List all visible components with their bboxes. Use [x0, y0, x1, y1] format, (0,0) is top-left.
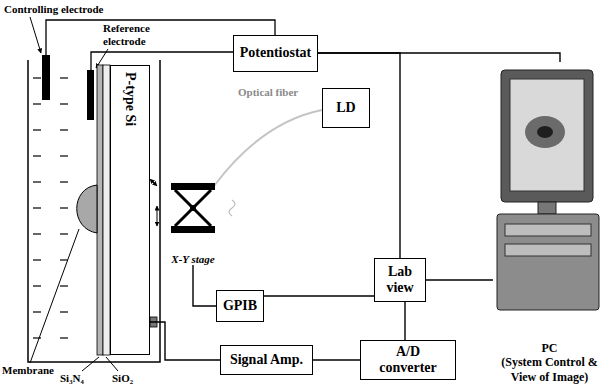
reference-electrode — [87, 70, 94, 120]
electrolyte-dash — [60, 259, 68, 260]
electrolyte-dash — [33, 77, 41, 78]
stage-plate — [171, 226, 215, 233]
electrolyte-dash — [60, 337, 68, 338]
electrolyte-dash — [60, 207, 68, 208]
leader-line — [30, 17, 41, 53]
part-label: Si₃N₄ — [60, 372, 100, 385]
computer: PC(System Control & View of Image) — [493, 62, 606, 384]
node-text: Lab view — [380, 264, 420, 296]
electrolyte-dash — [33, 233, 41, 234]
node-text: X-Y stage — [171, 253, 214, 265]
node-text: A/D converter — [366, 344, 450, 376]
electrolyte — [33, 78, 68, 338]
converter-box: A/D converter — [360, 340, 456, 380]
membrane — [77, 185, 97, 233]
node-text: Potentiostat — [240, 45, 312, 61]
software-box: Lab view — [374, 258, 426, 302]
screen-image — [537, 126, 553, 138]
signal-wire — [426, 279, 493, 280]
interface-box: GPIB — [216, 290, 264, 322]
monitor-screen — [510, 79, 584, 191]
node-text: (System Control & View of Image) — [493, 355, 606, 384]
light-beam — [229, 200, 235, 216]
xy-stage: X-Y stage — [163, 183, 223, 265]
electrolyte-dash — [33, 103, 41, 104]
node-text: Signal Amp. — [230, 352, 303, 368]
screen-image — [525, 116, 565, 148]
stage-plate — [171, 183, 215, 190]
optical-fiber — [214, 110, 322, 186]
part-label: Optical fiber — [238, 86, 328, 99]
electrolyte-dash — [33, 259, 41, 260]
part-label: Membrane — [2, 364, 62, 377]
monitor-frame — [501, 70, 593, 202]
monitor-neck — [538, 202, 556, 214]
leader-line — [30, 229, 79, 363]
signal-wire — [318, 53, 560, 62]
electrolyte-dash — [33, 181, 41, 182]
drive-bay — [505, 224, 591, 236]
computer-case — [497, 214, 599, 310]
icon — [163, 183, 223, 233]
icon — [493, 62, 606, 317]
stage-pivot — [190, 205, 196, 211]
stage-scissor — [175, 190, 211, 226]
signal-wire — [193, 265, 216, 306]
electrolyte-dash — [60, 77, 68, 78]
sio2-layer — [103, 65, 110, 355]
amplifier-box: Signal Amp. — [220, 345, 313, 375]
electrolyte-dash — [33, 155, 41, 156]
electrolyte-dash — [60, 129, 68, 130]
motion-arrow — [150, 179, 157, 186]
part-label: Controlling electrode — [4, 3, 134, 16]
electrolyte-dash — [33, 129, 41, 130]
laser-box: LD — [322, 88, 370, 128]
leader-line — [82, 357, 99, 371]
controlling-electrode — [42, 55, 50, 100]
node-text: PC — [542, 341, 558, 355]
signal-wire — [318, 53, 400, 258]
silicon-substrate: P-type Si — [110, 65, 150, 355]
electrolyte-dash — [60, 103, 68, 104]
node-text: GPIB — [223, 298, 257, 314]
leader-line — [106, 357, 118, 371]
electrolyte-dash — [60, 155, 68, 156]
electrolyte-dash — [33, 311, 41, 312]
node-text: LD — [336, 100, 355, 116]
node-text: P-type Si — [122, 72, 138, 110]
cell-tank — [28, 60, 160, 362]
part-label: Reference electrode — [103, 22, 165, 47]
signal-wire — [150, 322, 220, 360]
electrolyte-dash — [33, 207, 41, 208]
signal-wire — [264, 295, 374, 296]
signal-wire — [313, 359, 360, 360]
electrolyte-dash — [60, 233, 68, 234]
electrolyte-dash — [33, 285, 41, 286]
si3n4-layer — [97, 65, 103, 355]
electrolyte-dash — [60, 285, 68, 286]
electrolyte-dash — [60, 181, 68, 182]
motion-arrow — [157, 206, 158, 226]
drive-bay — [505, 244, 591, 256]
electrolyte-dash — [60, 311, 68, 312]
instrument-box: Potentiostat — [233, 35, 318, 72]
signal-wire — [404, 302, 405, 340]
part-label: SiO₂ — [112, 372, 152, 385]
